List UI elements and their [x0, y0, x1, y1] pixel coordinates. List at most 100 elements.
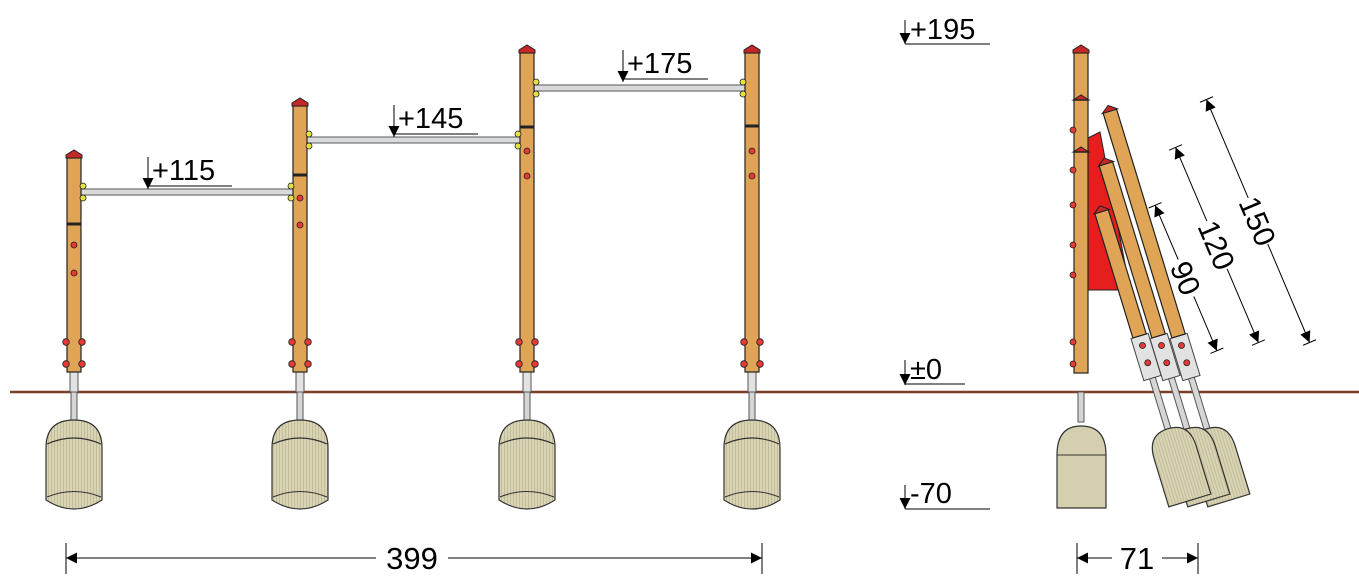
bar-bolt [79, 182, 87, 190]
bolt-hole [296, 194, 304, 202]
concrete-foundation [45, 419, 103, 510]
post-1 [45, 149, 103, 510]
bar-bolt [514, 142, 522, 150]
bolt-head [740, 338, 748, 346]
inclined-cap [1100, 104, 1120, 115]
bolt-head [1144, 359, 1152, 367]
bolt-hole [748, 172, 756, 180]
inclined-anchor-rod [1187, 374, 1212, 436]
level-marker-foundation: -70 [899, 478, 990, 510]
horizontal-bar-3 [533, 84, 746, 92]
bar-2-height-label: +145 [398, 103, 463, 135]
post-cap [743, 44, 761, 54]
foundation-seam [272, 491, 328, 498]
front-width-label: 399 [386, 541, 438, 574]
post-shoe [747, 371, 757, 393]
foundation-seam [46, 437, 102, 445]
concrete-foundation [271, 419, 329, 510]
bolt-head [288, 360, 296, 368]
bar-bolt [79, 194, 87, 202]
level-top-label: +195 [910, 14, 975, 46]
length-150-label: 150 [1232, 192, 1282, 251]
bolt-head [288, 338, 296, 346]
level-ground-label: ±0 [910, 354, 942, 386]
bolt-head [78, 360, 86, 368]
bolt-head [1069, 241, 1077, 249]
bolt-head [1139, 342, 1146, 349]
side-width-label: 71 [1120, 541, 1154, 574]
bolt-hole [70, 269, 78, 277]
inclined-cap [1097, 157, 1116, 168]
post-band [520, 125, 534, 129]
inclined-cap [1092, 205, 1111, 215]
foundation-seam [724, 491, 780, 498]
level-foundation-label: -70 [910, 478, 952, 510]
bolt-hole [70, 241, 78, 249]
side-view [1056, 44, 1251, 509]
bolt-head [1069, 360, 1077, 368]
bolt-head [1069, 126, 1077, 134]
post-band [745, 124, 759, 128]
bar-bolt [287, 194, 295, 202]
bolt-hole [296, 221, 304, 229]
bar-3-height-label: +175 [627, 48, 692, 80]
bolt-head [304, 338, 312, 346]
bolt-head [78, 338, 86, 346]
post-shoe [69, 371, 79, 393]
bolt-head [740, 360, 748, 368]
post-2 [271, 97, 329, 510]
post-band [293, 173, 307, 177]
bolt-head [531, 360, 539, 368]
side-width-dimension: 71 [1076, 541, 1199, 576]
post-cap [65, 149, 83, 159]
bolt-head [1069, 338, 1077, 346]
post-shoe [522, 371, 532, 393]
inclined-foundation [1151, 426, 1212, 508]
anchor-rod [748, 391, 756, 423]
post-4 [723, 44, 781, 510]
foundation-seam [46, 491, 102, 498]
front-width-dimension: 399 [65, 541, 763, 576]
post-band [67, 222, 81, 226]
bar-bolt [532, 90, 540, 98]
wooden-post [519, 52, 535, 373]
level-marker-ground: ±0 [899, 354, 965, 386]
inclined-anchor-rod [1167, 374, 1192, 436]
bolt-head [756, 360, 764, 368]
bolt-head [1178, 342, 1185, 349]
bolt-head [1158, 342, 1165, 349]
side-post [1073, 52, 1089, 374]
bolt-hole [523, 147, 531, 155]
anchor-rod [296, 391, 304, 423]
front-view [45, 44, 781, 510]
bolt-head [1183, 359, 1191, 367]
bolt-head [304, 360, 312, 368]
bar-bolt [739, 78, 747, 86]
anchor-rod [523, 391, 531, 423]
bolt-head [62, 360, 70, 368]
bar-2-height-marker: +145 [388, 103, 478, 137]
bolt-head [62, 338, 70, 346]
post-3 [498, 44, 556, 510]
anchor-rod [70, 391, 78, 423]
bar-1-height-marker: +115 [142, 155, 232, 189]
bar-bolt [305, 142, 313, 150]
bar-3-height-marker: +175 [617, 48, 708, 82]
foundation-seam [272, 437, 328, 445]
bar-bolt [287, 182, 295, 190]
bolt-head [1069, 271, 1077, 279]
bolt-head [1163, 359, 1171, 367]
foundation-seam [499, 491, 555, 498]
side-post-cap [1072, 44, 1090, 54]
wooden-post [292, 105, 308, 373]
post-shoe [295, 371, 305, 393]
foundation-seam [724, 437, 780, 445]
bar-bolt [739, 90, 747, 98]
bolt-head [756, 338, 764, 346]
bar-bolt [305, 130, 313, 138]
bolt-head [515, 360, 523, 368]
wooden-post [66, 157, 82, 373]
post-cap [518, 44, 536, 54]
